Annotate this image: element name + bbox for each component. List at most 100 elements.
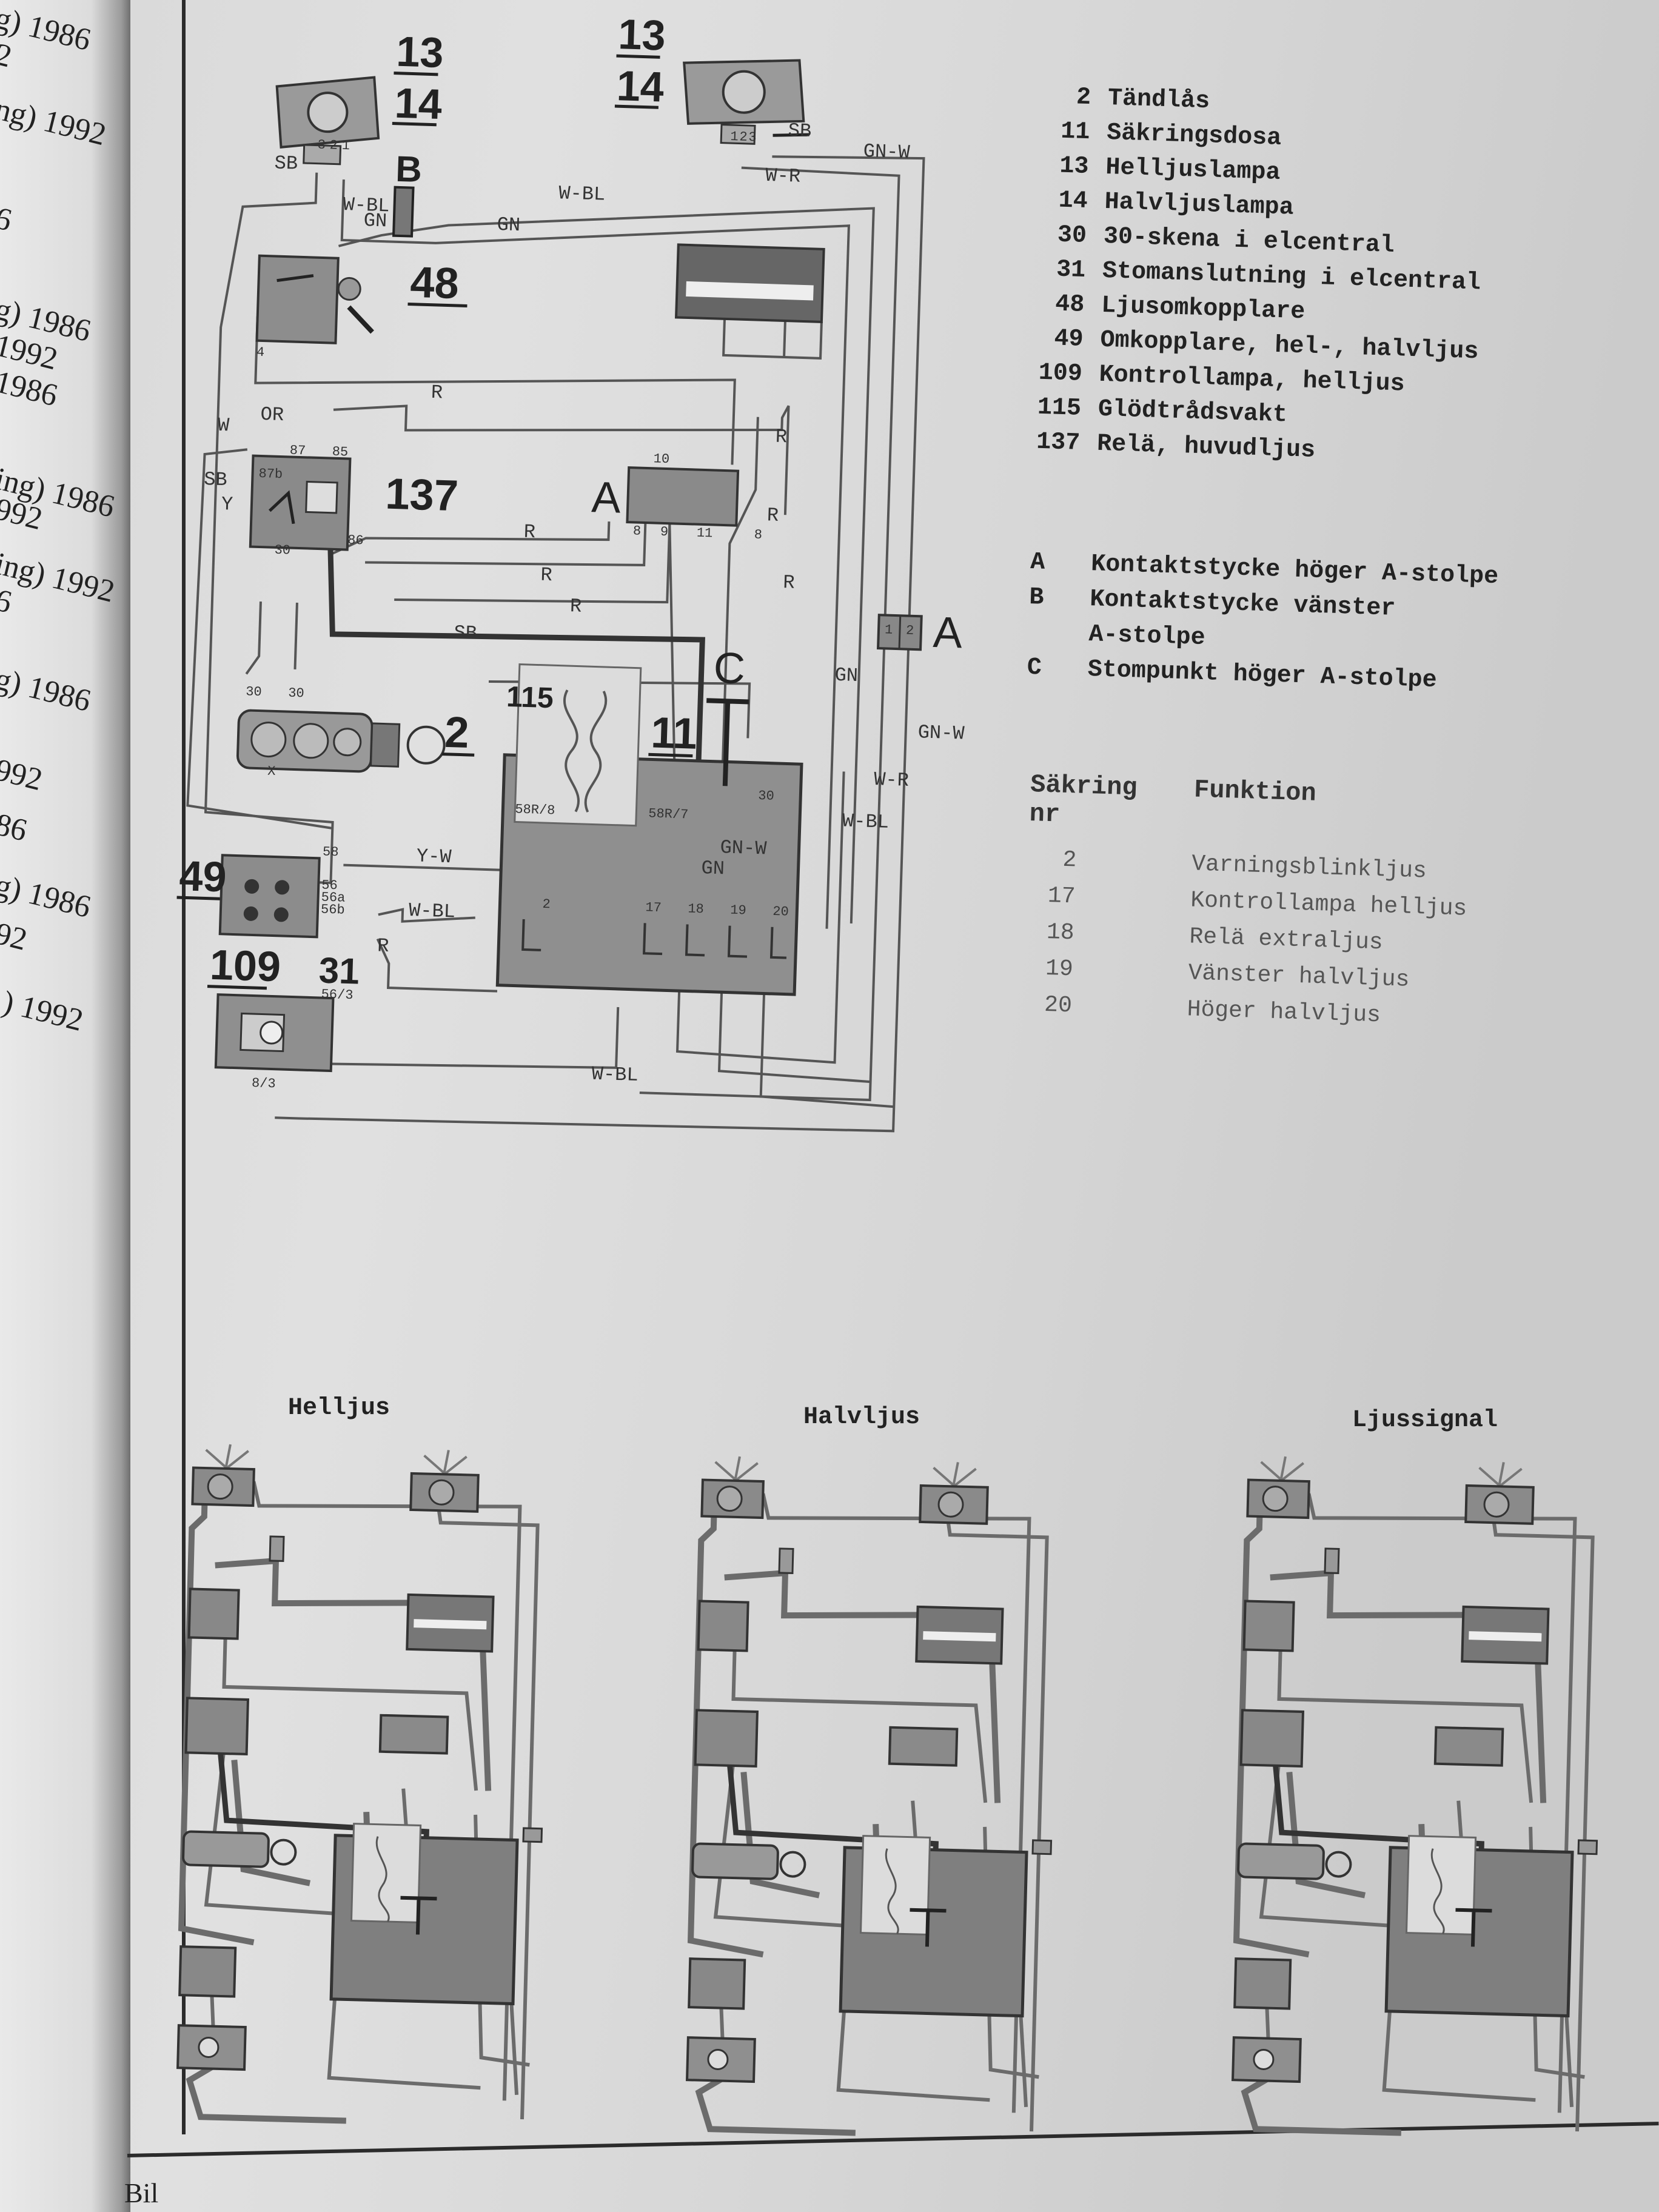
legend-text: Relä, huvudljus: [1096, 430, 1316, 465]
wire-label: 1: [730, 129, 739, 144]
wire-label: R: [523, 521, 535, 544]
wire-label: GN: [363, 209, 387, 232]
headlamp-left-icon: [275, 76, 380, 166]
wire-label: GN: [834, 664, 859, 687]
mini-diagram-title: Halvljus: [803, 1404, 920, 1431]
wire-label: R: [540, 564, 552, 587]
wire-label: R: [569, 595, 581, 618]
wire-label: 18: [688, 901, 704, 917]
label-49: 49: [178, 852, 227, 900]
wire-label: 30: [246, 684, 262, 700]
wire-sb-thick: [327, 525, 705, 792]
wire-r-2: [333, 404, 790, 515]
connector-b-icon: [392, 186, 415, 238]
wire-label: W-BL: [842, 809, 889, 833]
wire-label: GN: [497, 213, 521, 236]
wire-label: 4: [256, 345, 264, 360]
label-a-center: A: [591, 473, 622, 522]
wire-label: 2: [739, 130, 748, 145]
wire-label: 8/3: [252, 1076, 276, 1091]
legend-text: Säkringsdosa: [1106, 119, 1282, 153]
wire-label: 9: [660, 525, 669, 540]
wire-label: 8: [633, 523, 642, 538]
legend-text: Tändlås: [1107, 85, 1210, 116]
wire-label: 8: [754, 528, 762, 543]
wire-r-8: [293, 602, 298, 669]
ignition-switch-icon: [236, 709, 446, 773]
wire-label: R: [766, 504, 779, 527]
mini-diagram-title: Helljus: [288, 1395, 390, 1422]
wire-label: GN-W: [863, 140, 911, 164]
wire-label: Y: [221, 493, 233, 516]
label-31: 31: [318, 950, 360, 991]
wire-label: 56a: [321, 890, 345, 905]
legend-number: 13: [1059, 152, 1090, 181]
fuse-table-header-nr2: nr: [1028, 799, 1061, 830]
fuse-function: Relä extraljus: [1188, 923, 1384, 956]
legend-text: Ljusomkopplare: [1101, 292, 1305, 326]
legend-number: 11: [1060, 118, 1090, 147]
legend-number: 31: [1056, 256, 1086, 284]
dimmer-switch-icon: [218, 854, 321, 939]
wire-label: 3: [748, 130, 757, 145]
wire-r-5: [365, 522, 647, 566]
wire-label: W-BL: [409, 899, 456, 923]
connector-a-icon: [626, 466, 740, 527]
wire-label: 2: [329, 138, 338, 153]
wire-label: W-BL: [591, 1063, 638, 1087]
wire-label: R: [377, 934, 389, 957]
wire-label: 56: [321, 877, 338, 893]
mini-diagram-title: Ljussignal: [1352, 1407, 1498, 1434]
wire-label: 11: [696, 526, 712, 541]
wire-label: 2: [542, 897, 551, 912]
wire-label: 1: [885, 622, 893, 637]
legend-text: Glödtrådsvakt: [1098, 395, 1288, 429]
wire-label: X: [267, 764, 276, 779]
wire-label: SB: [204, 468, 228, 491]
fuse-function: Varningsblinkljus: [1191, 850, 1427, 885]
wire-label: 86: [347, 533, 364, 549]
legend-number: 2: [1076, 84, 1091, 112]
wire-label: W-BL: [343, 193, 390, 217]
wire-label: 20: [773, 904, 789, 920]
wire-r-7: [245, 602, 262, 675]
label-48: 48: [409, 258, 460, 308]
wire-label: R: [775, 426, 787, 449]
connector-a-right-icon: [876, 614, 923, 651]
wire-r-4: [328, 521, 611, 557]
wire-r-6: [394, 523, 671, 604]
wire-label: 3: [317, 138, 326, 153]
legend-number: 137: [1036, 428, 1081, 457]
wire-lamp-box: [722, 318, 823, 360]
wire-r-dimmer: [376, 938, 498, 993]
label-13-left: 13: [395, 28, 444, 76]
label-11: 11: [650, 708, 698, 758]
fuse-function: Vänster halvljus: [1187, 959, 1410, 993]
wire-label: 56b: [321, 902, 345, 917]
main-wiring-diagram: 13 14 13 14 B 48 137 A 2 115 11 C 49 109…: [176, 10, 965, 1133]
mini-diagram-2: [685, 1456, 1053, 2136]
wire-w: [204, 172, 334, 885]
wire-label: W-BL: [558, 182, 606, 206]
wire-label: 58: [323, 845, 339, 860]
fuse-function: Kontrollampa helljus: [1190, 886, 1467, 922]
wire-label: W-R: [874, 768, 910, 792]
mini-diagram-1: [176, 1444, 543, 2124]
wire-label: 1: [341, 138, 350, 153]
wire-w-bl-main: [340, 179, 850, 929]
label-a-right: A: [933, 608, 964, 657]
legend-text: Halvljuslampa: [1104, 188, 1295, 222]
wire-label: 56/3: [321, 987, 354, 1004]
facing-page-edge: [0, 0, 130, 2212]
wire-label: SB: [788, 119, 812, 142]
connector-legend-key: C: [1027, 654, 1042, 682]
wire-label: R: [783, 571, 795, 594]
legend-number: 115: [1037, 394, 1082, 423]
fuse-table-header-nr: Säkring: [1030, 770, 1138, 803]
label-13-right: 13: [617, 10, 666, 59]
wire-label: GN-W: [720, 836, 768, 860]
legend-number: 49: [1053, 325, 1084, 354]
wire-r-3: [722, 417, 759, 762]
connector-legend-text: A-stolpe: [1088, 621, 1206, 652]
